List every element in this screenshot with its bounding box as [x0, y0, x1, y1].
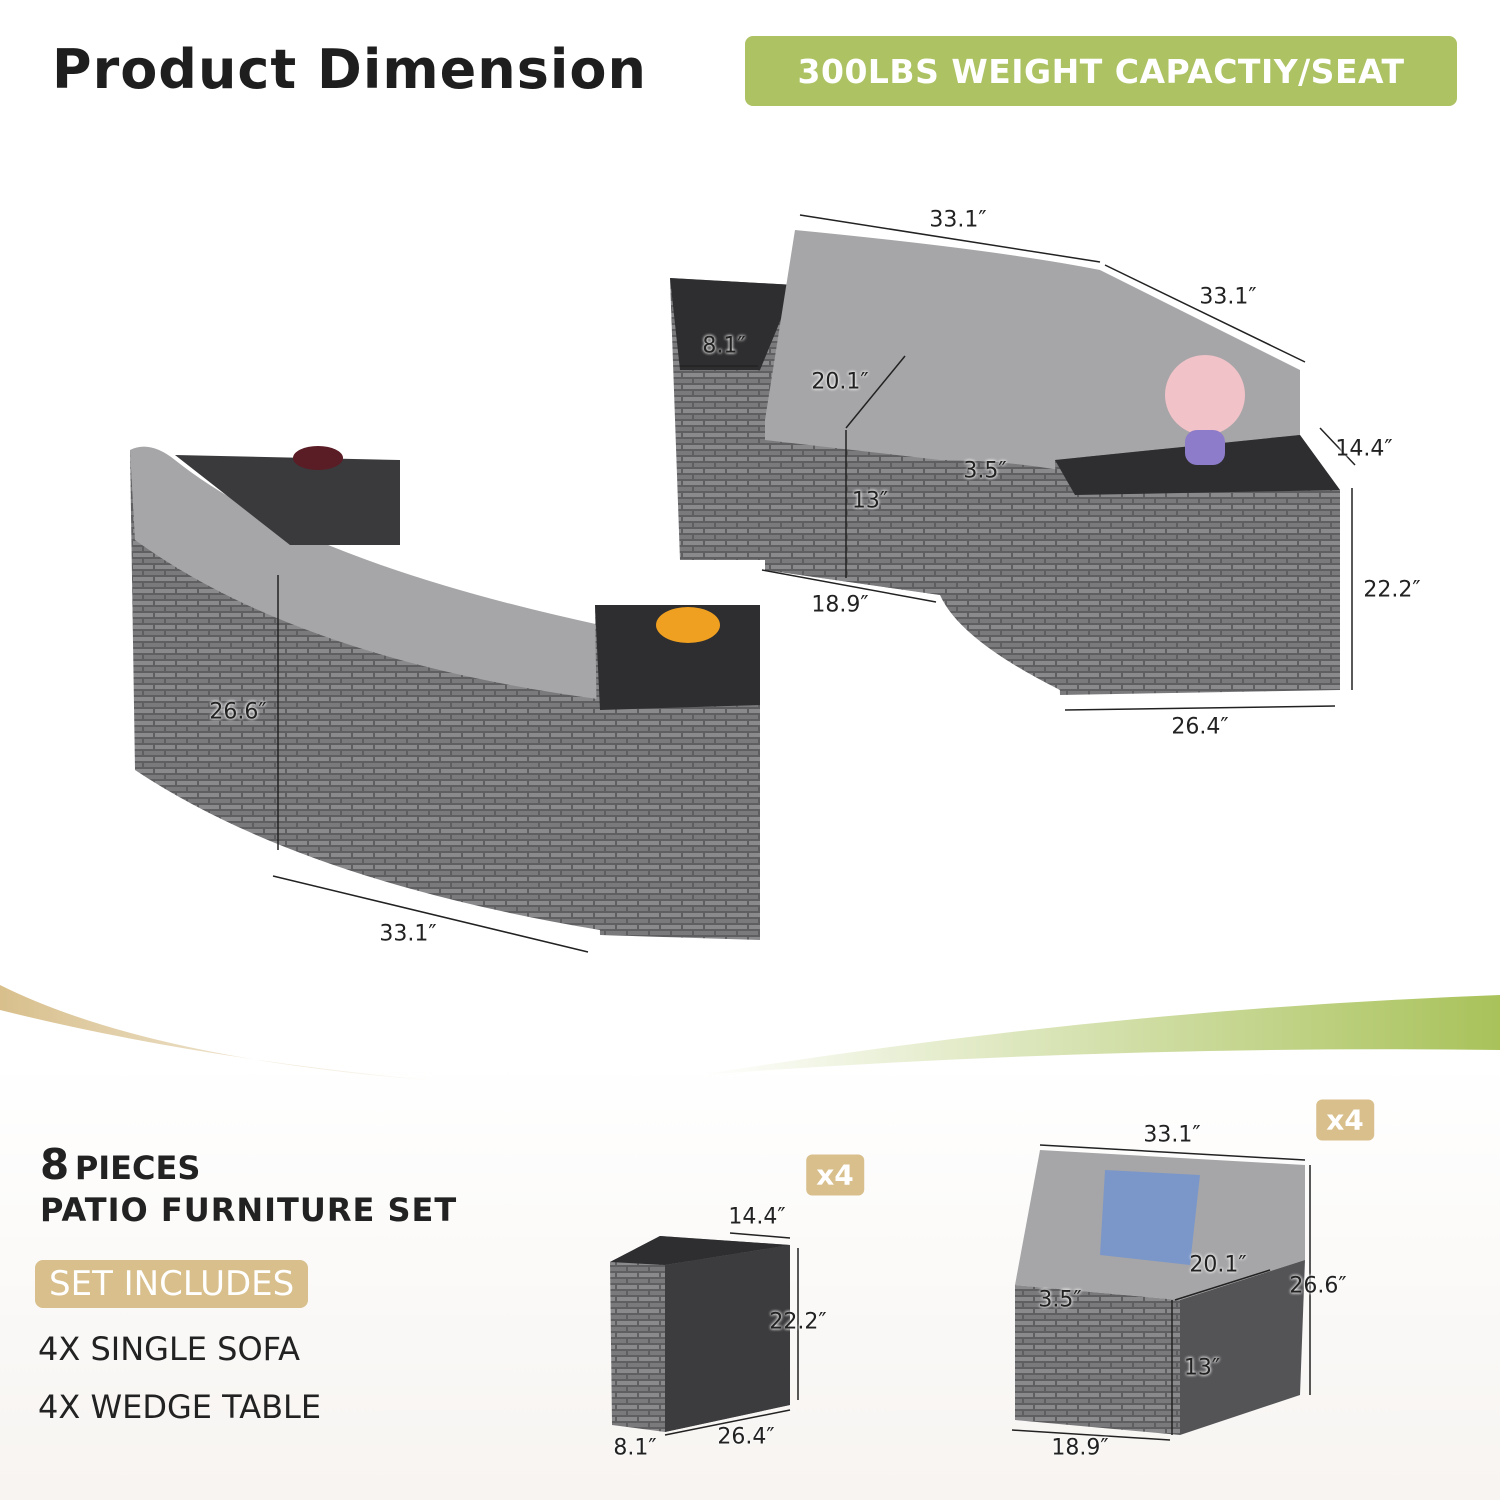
dim-back-width-1: 33.1″: [929, 207, 987, 233]
dim-front-width: 18.9″: [811, 592, 869, 618]
dim-table-depth: 14.4″: [1335, 436, 1393, 462]
dim-sofa-back-width: 33.1″: [1143, 1122, 1201, 1148]
include-item-table: 4X WEDGE TABLE: [38, 1388, 322, 1426]
dim-sofa-front-width: 18.9″: [1051, 1435, 1109, 1461]
gold-swoosh: [0, 985, 450, 1082]
include-item-sofa: 4X SINGLE SOFA: [38, 1330, 301, 1368]
dim-table-width: 8.1″: [702, 333, 746, 359]
pillow: [1100, 1170, 1200, 1265]
dim-table-height: 22.2″: [1363, 577, 1421, 603]
dim-left-height: 26.6″: [209, 699, 267, 725]
dim-seat-depth: 20.1″: [811, 369, 869, 395]
sofa-count-badge: x4: [1316, 1099, 1374, 1141]
page-title: Product Dimension: [52, 38, 647, 101]
left-end-table: [175, 455, 400, 545]
piece-count: 8: [40, 1140, 70, 1189]
flower-vase: [1165, 355, 1245, 435]
dim-table-detail-width: 8.1″: [613, 1435, 657, 1461]
set-summary: 8 PIECES PATIO FURNITURE SET: [40, 1140, 457, 1229]
dim-cushion: 3.5″: [963, 458, 1007, 484]
weight-capacity-badge: 300LBS WEIGHT CAPACTIY/SEAT: [745, 36, 1457, 106]
dim-table-detail-depth: 14.4″: [728, 1204, 786, 1230]
green-swoosh: [700, 995, 1500, 1075]
dim-sofa-height: 26.6″: [1289, 1273, 1347, 1299]
set-name: PATIO FURNITURE SET: [40, 1191, 458, 1229]
pieces-label: PIECES: [74, 1149, 201, 1187]
dim-sofa-seat-height: 13″: [1183, 1355, 1221, 1381]
dim-sofa-seat-depth: 20.1″: [1189, 1252, 1247, 1278]
dim-table-detail-height: 22.2″: [769, 1309, 827, 1335]
dim-seat-height: 13″: [851, 488, 889, 514]
dim-left-width: 33.1″: [379, 921, 437, 947]
set-includes-label: SET INCLUDES: [35, 1260, 309, 1308]
dim-table-length: 26.4″: [1171, 714, 1229, 740]
dim-back-width-2: 33.1″: [1199, 284, 1257, 310]
dim-sofa-cushion: 3.5″: [1038, 1287, 1082, 1313]
dim-table-detail-length: 26.4″: [717, 1424, 775, 1450]
dimension-lines: [272, 214, 1356, 1441]
table-count-badge: x4: [806, 1154, 864, 1196]
end-table-right: [1055, 435, 1340, 695]
